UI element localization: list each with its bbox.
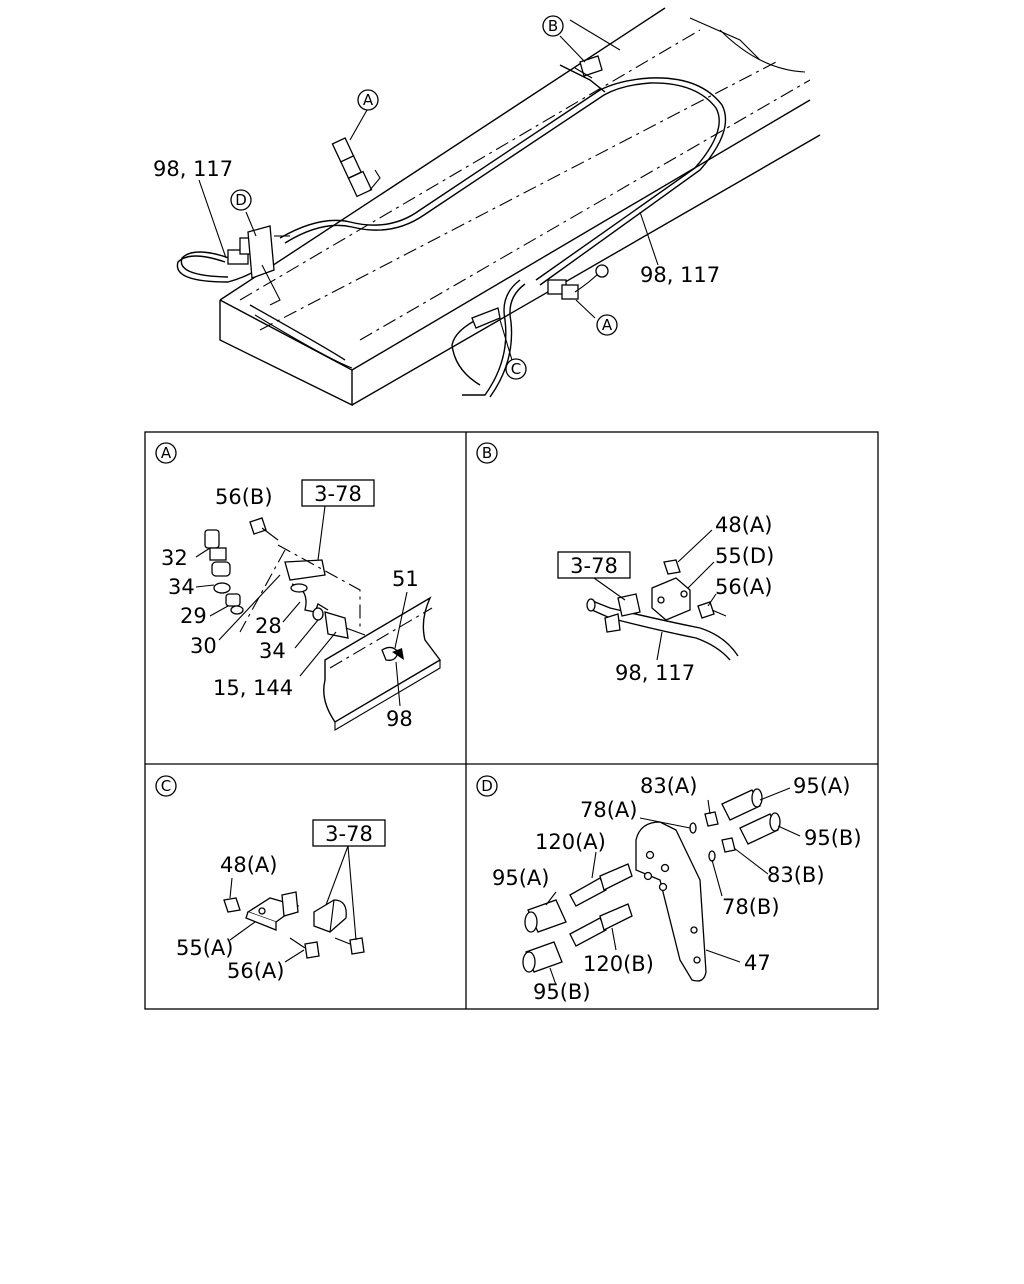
- label-15-144: 15, 144: [213, 676, 293, 700]
- callout-d: D: [230, 189, 252, 211]
- connector-a-upper: [331, 137, 381, 198]
- detail-d: D: [476, 774, 862, 1004]
- label-95b-top: 95(B): [804, 826, 862, 850]
- label-34-lower: 34: [259, 639, 286, 663]
- detail-b-ref-box: 3-78: [557, 551, 631, 579]
- svg-text:D: D: [481, 777, 493, 795]
- svg-text:3-78: 3-78: [570, 554, 618, 578]
- label-56a: 56(A): [715, 575, 772, 599]
- label-34: 34: [168, 575, 195, 599]
- detail-c-marker: C: [155, 775, 177, 797]
- label-98-117-right: 98, 117: [640, 263, 720, 287]
- detail-a-marker: A: [155, 442, 177, 464]
- label-78b: 78(B): [722, 895, 780, 919]
- label-32: 32: [161, 546, 188, 570]
- label-120a: 120(A): [535, 830, 606, 854]
- label-48a: 48(A): [220, 853, 277, 877]
- connector-b: [574, 55, 603, 79]
- callout-c: C: [505, 358, 527, 380]
- detail-b-marker: B: [476, 442, 498, 464]
- callout-b: B: [542, 15, 564, 37]
- connector-d: [227, 225, 290, 306]
- connector-c: [471, 307, 501, 329]
- detail-d-marker: D: [476, 775, 498, 797]
- label-83b: 83(B): [767, 863, 825, 887]
- label-98-117: 98, 117: [615, 661, 695, 685]
- svg-text:3-78: 3-78: [314, 482, 362, 506]
- detail-a: A 3-78: [155, 442, 442, 731]
- detail-b: B 3-78 48(A) 55(D) 56(A) 98, 117: [476, 442, 774, 685]
- fuel-lines: [176, 64, 727, 398]
- svg-text:3-78: 3-78: [325, 822, 373, 846]
- tank-body: [219, 7, 821, 407]
- label-28: 28: [255, 614, 282, 638]
- callout-a-lower: A: [596, 314, 618, 336]
- callout-a-upper: A: [357, 89, 379, 111]
- label-47: 47: [744, 951, 771, 975]
- svg-text:A: A: [161, 444, 172, 462]
- label-95a-left: 95(A): [492, 866, 549, 890]
- svg-text:C: C: [161, 777, 171, 795]
- label-55a: 55(A): [176, 936, 233, 960]
- label-83a: 83(A): [640, 774, 697, 798]
- label-56b: 56(B): [215, 485, 273, 509]
- label-78a: 78(A): [580, 798, 637, 822]
- label-120b: 120(B): [583, 952, 654, 976]
- detail-a-ref-box: 3-78: [301, 479, 375, 507]
- label-55d: 55(D): [715, 544, 774, 568]
- detail-grid: [144, 431, 879, 1010]
- svg-text:B: B: [548, 17, 558, 35]
- label-98: 98: [386, 707, 413, 731]
- label-51: 51: [392, 567, 419, 591]
- label-98-117-left: 98, 117: [153, 157, 233, 181]
- svg-text:A: A: [363, 91, 374, 109]
- label-29: 29: [180, 604, 207, 628]
- svg-text:D: D: [235, 191, 247, 209]
- label-95b-bottom: 95(B): [533, 980, 591, 1004]
- label-30: 30: [190, 634, 217, 658]
- connector-a-lower: [547, 264, 609, 300]
- detail-c-ref-box: 3-78: [312, 819, 386, 847]
- detail-c: C 3-78 48(A) 55(A) 56(A): [155, 775, 386, 983]
- svg-text:C: C: [511, 360, 521, 378]
- label-56a: 56(A): [227, 959, 284, 983]
- main-view: A B D A C 98, 117 98, 117: [153, 7, 821, 407]
- svg-text:A: A: [602, 316, 613, 334]
- svg-text:B: B: [482, 444, 492, 462]
- label-95a-top: 95(A): [793, 774, 850, 798]
- label-48a: 48(A): [715, 513, 772, 537]
